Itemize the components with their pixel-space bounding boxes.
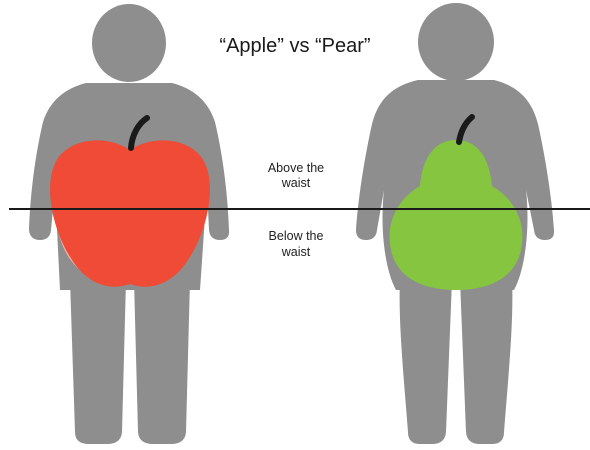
pear-figure-left-leg [400, 280, 452, 444]
below-waist-label-line2: waist [281, 245, 311, 259]
pear-figure-head [418, 3, 494, 81]
apple-figure-left-leg [70, 280, 126, 444]
pear-figure-right-leg [460, 280, 512, 444]
apple-body-figure [29, 4, 229, 444]
pear-body-figure [356, 3, 554, 444]
below-waist-label-line1: Below the [269, 229, 324, 243]
apple-figure-head [92, 4, 166, 82]
diagram-title: “Apple” vs “Pear” [219, 35, 370, 57]
above-waist-label-line1: Above the [268, 161, 324, 175]
apple-figure-right-leg [134, 280, 190, 444]
above-waist-label-line2: waist [281, 176, 311, 190]
